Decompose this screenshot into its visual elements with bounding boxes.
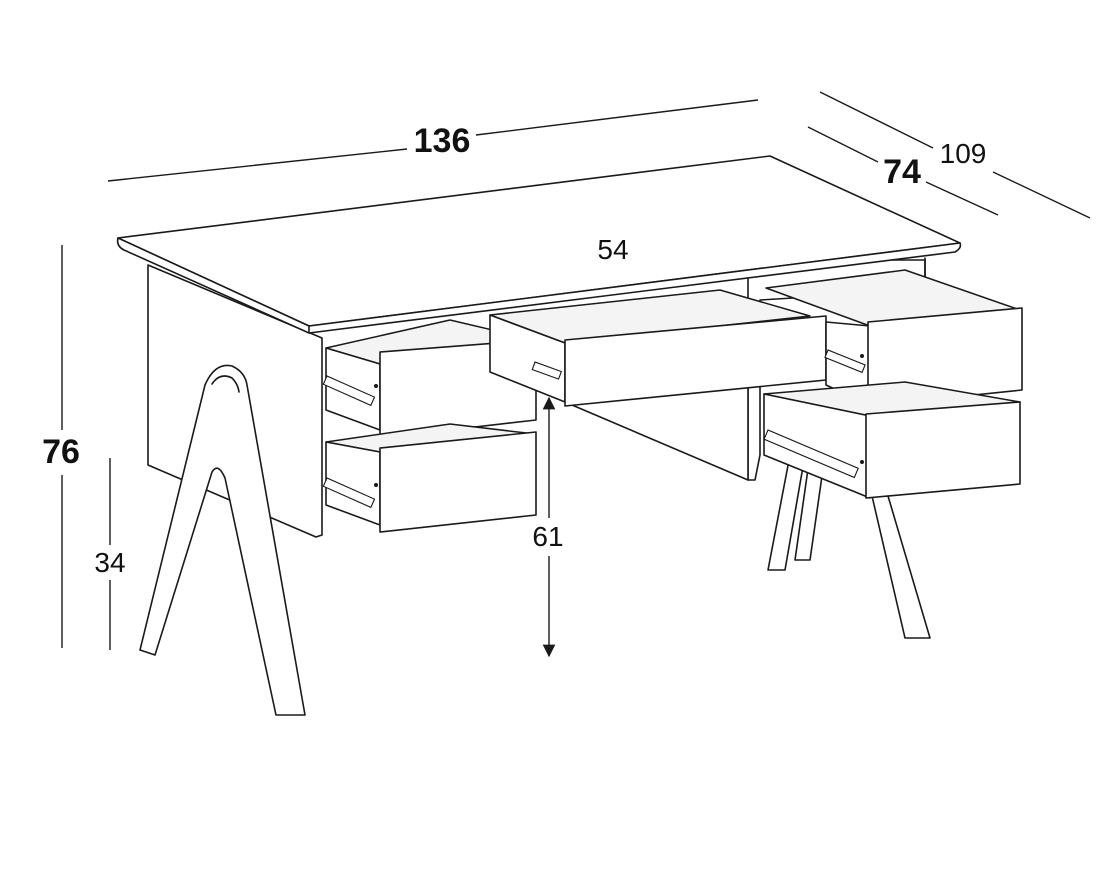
back-right-leg xyxy=(767,454,826,571)
height-total-label: 76 xyxy=(42,433,80,471)
drawer-center xyxy=(489,289,827,407)
drawer-right-bottom xyxy=(763,381,1021,499)
dimension-labels: 136 109 74 76 34 54 61 xyxy=(42,122,986,578)
drawer-left-bottom xyxy=(322,423,537,533)
width-total-label: 136 xyxy=(414,122,471,160)
depth-open-label: 109 xyxy=(940,138,987,169)
depth-dimension-line xyxy=(807,126,879,163)
height-under-legs-label: 34 xyxy=(94,547,125,578)
depth-open-dimension-line-right xyxy=(992,171,1091,219)
tabletop xyxy=(116,155,962,334)
front-right-leg xyxy=(871,495,931,639)
depth-dimension-line-right xyxy=(925,181,999,216)
width-dimension-line-right xyxy=(475,99,759,136)
depth-open-dimension-line xyxy=(819,91,934,149)
front-left-leg xyxy=(139,364,306,716)
depth-label: 74 xyxy=(883,153,921,191)
inner-width-label: 54 xyxy=(597,234,628,265)
knee-height-label: 61 xyxy=(532,521,563,552)
width-dimension-line xyxy=(107,148,408,182)
